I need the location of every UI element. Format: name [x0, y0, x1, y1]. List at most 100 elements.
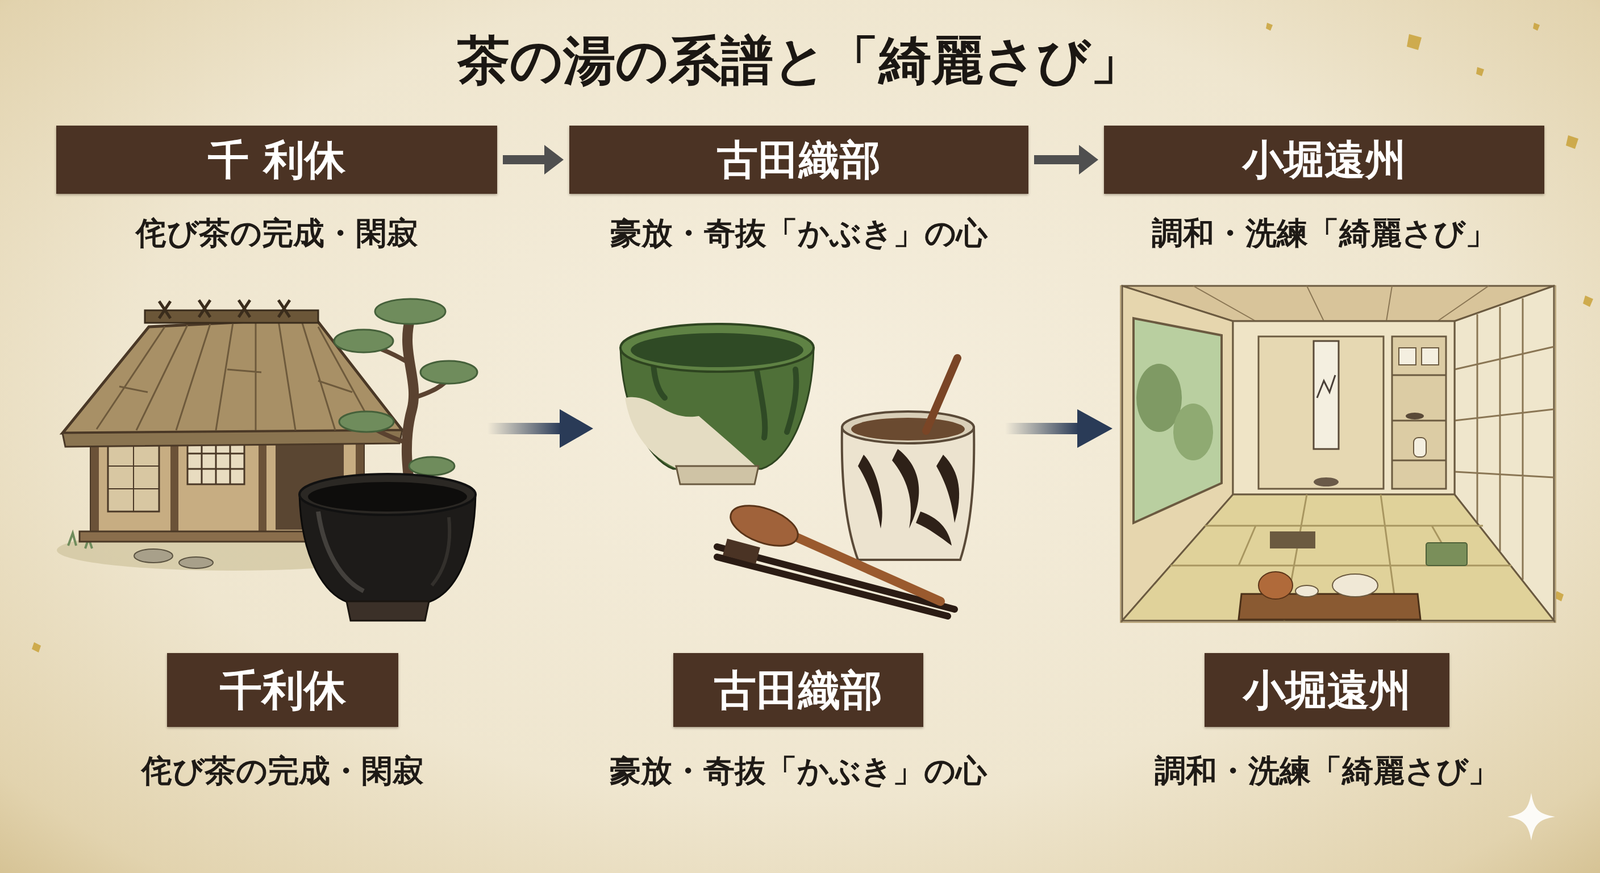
chopsticks-spoon-part: [725, 497, 803, 554]
tea-room-part: [1392, 336, 1447, 489]
flow-arrow-part: [487, 422, 562, 435]
tea-room-part: [1421, 347, 1439, 365]
tea-house-part: [375, 298, 446, 324]
tea-room-part: [1133, 318, 1222, 523]
tea-house-part: [96, 319, 375, 431]
lineage-node: 古田織部豪放・奇抜「かぶき」の心: [569, 125, 1029, 252]
chopsticks-spoon: [717, 497, 955, 616]
tea-house-part: [178, 556, 214, 569]
arrow-head: [544, 144, 564, 175]
master-name: 古田織部: [717, 135, 881, 185]
tea-house-part: [334, 329, 394, 353]
oribe-bowl-part: [625, 397, 757, 469]
name-band: 古田織部: [569, 125, 1029, 194]
chopsticks-spoon-part: [722, 538, 761, 565]
tea-room-part: [1332, 573, 1378, 597]
tea-cup-part: [915, 511, 952, 546]
tea-room-part: [1258, 571, 1293, 599]
sparkle-mark: [1507, 792, 1556, 841]
master-name: 小堀遠州: [1243, 664, 1412, 716]
oribe-bowl: [620, 323, 814, 485]
name-band: 小堀遠州: [1204, 652, 1450, 727]
tea-room-part: [1120, 285, 1556, 623]
tea-house-part: [134, 548, 173, 563]
lineage-node: 千利休侘び茶の完成・閑寂: [135, 652, 430, 790]
tea-house-part: [62, 318, 403, 433]
tea-room-part: [1426, 542, 1468, 566]
tea-room-part: [1232, 321, 1455, 495]
tea-cup-part: [892, 448, 919, 529]
tea-room: [1120, 285, 1556, 623]
gold-flecks-part: [1406, 34, 1422, 50]
flow-arrow-part: [1077, 409, 1113, 448]
master-name: 小堀遠州: [1242, 135, 1407, 185]
tea-room-part: [1413, 437, 1427, 457]
tea-room-part: [1392, 375, 1447, 461]
lineage-arrow: [502, 144, 564, 175]
flow-arrow-part: [559, 409, 594, 448]
raku-bowl-part: [318, 511, 364, 591]
tea-room-part: [1258, 336, 1384, 489]
tea-room-part: [1313, 340, 1339, 449]
oribe-bowl-part: [620, 323, 814, 372]
name-band: 千 利休: [56, 125, 498, 194]
tea-house-part: [62, 430, 403, 447]
arrow-stem: [1034, 155, 1082, 165]
gold-flecks-part: [1532, 22, 1540, 31]
tea-house-part: [339, 411, 394, 432]
style-description: 調和・洗練「綺麗さび」: [1103, 214, 1545, 252]
raku-bowl-part: [307, 481, 468, 512]
gold-flecks-part: [31, 642, 41, 653]
lineage-node: 千 利休侘び茶の完成・閑寂: [56, 125, 498, 252]
flow-arrow-part: [1005, 422, 1079, 435]
gold-flecks-part: [1565, 135, 1579, 149]
diagram-title: 茶の湯の系譜と「綺麗さび」: [0, 29, 1600, 93]
tea-room-part: [1269, 531, 1316, 549]
oribe-bowl-part: [676, 465, 759, 485]
raku-bowl-part: [346, 601, 429, 621]
sparkle-mark-part: [1507, 792, 1556, 841]
tea-room-part: [1317, 375, 1336, 398]
flow-arrow: [487, 409, 594, 448]
style-description: 侘び茶の完成・閑寂: [135, 751, 430, 790]
tea-cup-part: [842, 427, 975, 560]
tea-cup-part: [851, 417, 965, 441]
chopsticks-spoon-part: [789, 534, 941, 602]
flow-arrow: [1005, 409, 1113, 448]
name-band: 古田織部: [673, 652, 924, 727]
tea-room-part: [1193, 285, 1489, 322]
arrow-head: [1078, 144, 1099, 175]
style-description: 豪放・奇抜「かぶき」の心: [569, 214, 1029, 252]
tea-house-part: [159, 300, 290, 319]
style-description: 豪放・奇抜「かぶき」の心: [603, 751, 993, 790]
tea-room-part: [1313, 477, 1339, 487]
gold-flecks-part: [1265, 22, 1273, 31]
master-name: 千 利休: [207, 135, 345, 185]
tea-room-part: [1405, 412, 1424, 420]
raku-bowl-part: [431, 517, 450, 586]
gold-flecks: [31, 22, 1594, 653]
lineage-node: 小堀遠州調和・洗練「綺麗さび」: [1103, 125, 1545, 252]
master-name: 千利休: [219, 664, 347, 716]
oribe-bowl-part: [653, 363, 797, 438]
tea-cup-part: [926, 357, 958, 431]
tea-cup-part: [857, 454, 883, 529]
gold-flecks-part: [1582, 295, 1594, 307]
style-description: 調和・洗練「綺麗さび」: [1148, 751, 1506, 790]
style-description: 侘び茶の完成・閑寂: [56, 214, 498, 252]
tea-room-part: [1398, 347, 1416, 365]
tea-room-part: [1295, 585, 1319, 597]
lineage-node: 古田織部豪放・奇抜「かぶき」の心: [603, 652, 993, 790]
name-band: 千利休: [167, 652, 399, 727]
gold-flecks-part: [1476, 67, 1485, 77]
raku-bowl: [299, 473, 476, 621]
tea-cup: [842, 357, 975, 560]
raku-bowl-part: [299, 473, 476, 515]
tea-room-part: [1170, 494, 1512, 621]
tea-house-part: [409, 456, 455, 475]
tea-cup-part: [936, 454, 960, 523]
tea-room-part: [1173, 403, 1214, 461]
lineage-arrow: [1034, 144, 1099, 175]
